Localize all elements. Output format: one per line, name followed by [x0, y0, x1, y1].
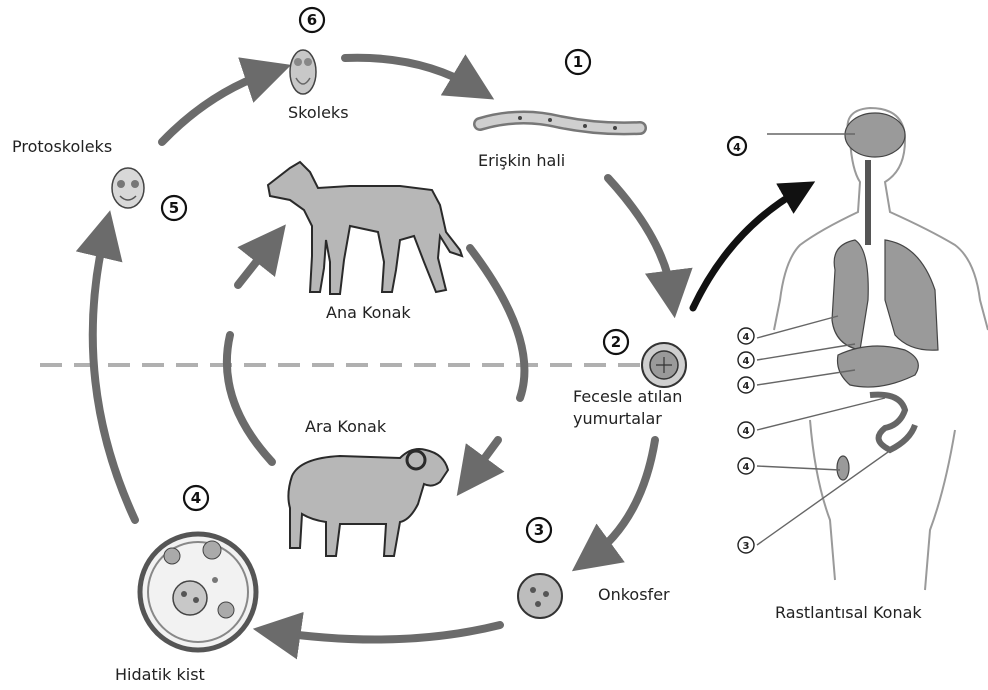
- intestine-organ: [870, 395, 915, 450]
- adult-worm-illustration: [480, 116, 640, 130]
- svg-text:3: 3: [534, 521, 544, 539]
- stage-number-1: 1: [566, 50, 590, 74]
- svg-text:1: 1: [573, 53, 583, 71]
- label-fecesle-atilan: Fecesle atılan: [573, 387, 682, 406]
- arrow-eggs-to-human: [693, 190, 800, 308]
- arrow-eggs-to-onkosfer: [590, 440, 655, 558]
- svg-text:4: 4: [743, 462, 750, 473]
- arrow-cyst-to-protoskoleks: [93, 232, 135, 520]
- egg-illustration: [642, 343, 686, 387]
- organ-marker-blood: 3: [738, 537, 754, 553]
- dog-illustration: [268, 162, 462, 294]
- stage-number-5: 5: [162, 196, 186, 220]
- label-rastlantisal-konak: Rastlantısal Konak: [775, 603, 922, 622]
- arrow-skoleks-to-adult: [345, 58, 475, 88]
- human-body-illustration: [774, 108, 988, 590]
- stage-number-4: 4: [184, 486, 208, 510]
- svg-text:4: 4: [191, 489, 201, 507]
- label-yumurtalar: yumurtalar: [573, 409, 662, 428]
- left-lung-organ: [832, 240, 868, 350]
- svg-text:4: 4: [743, 426, 750, 437]
- svg-text:2: 2: [611, 333, 621, 351]
- sheep-illustration: [288, 449, 448, 556]
- arrow-sheep-to-dog: [227, 335, 272, 462]
- label-ara-konak: Ara Konak: [305, 417, 387, 436]
- svg-text:4: 4: [743, 332, 750, 343]
- svg-text:3: 3: [743, 541, 750, 552]
- organ-marker-brain: 4: [728, 137, 746, 155]
- organ-marker-intestine: 4: [738, 422, 754, 438]
- hydatid-cyst-illustration: [140, 534, 256, 650]
- svg-text:4: 4: [743, 381, 750, 392]
- svg-text:4: 4: [743, 356, 750, 367]
- protoskoleks-illustration: [112, 168, 144, 208]
- bone-organ: [837, 456, 849, 480]
- arrow-onkosfer-to-cyst: [275, 625, 500, 640]
- stage-number-3: 3: [527, 518, 551, 542]
- organ-marker-bone: 4: [738, 458, 754, 474]
- arrow-dog-to-sheep: [470, 248, 524, 398]
- onkosfer-illustration: [518, 574, 562, 618]
- svg-text:6: 6: [307, 11, 317, 29]
- liver-organ: [838, 346, 919, 387]
- label-protoskoleks: Protoskoleks: [12, 137, 112, 156]
- organ-marker-lung: 4: [738, 328, 754, 344]
- svg-text:4: 4: [733, 141, 741, 154]
- label-ana-konak: Ana Konak: [326, 303, 411, 322]
- stage-number-2: 2: [604, 330, 628, 354]
- label-eriskin-hali: Erişkin hali: [478, 151, 565, 170]
- stage-number-6: 6: [300, 8, 324, 32]
- label-hidatik-kist: Hidatik kist: [115, 665, 205, 684]
- svg-text:5: 5: [169, 199, 179, 217]
- right-lung-organ: [885, 240, 938, 350]
- label-onkosfer: Onkosfer: [598, 585, 670, 604]
- label-skoleks: Skoleks: [288, 103, 349, 122]
- arrow-protoskoleks-to-skoleks: [162, 72, 270, 142]
- arrow-adult-to-eggs: [608, 178, 672, 296]
- arrow-sheep-to-dog-head: [238, 242, 272, 285]
- arrow-dog-to-sheep-head: [470, 440, 498, 478]
- organ-marker-liver: 4: [738, 352, 754, 368]
- organ-marker-kidney: 4: [738, 377, 754, 393]
- skoleks-illustration: [290, 50, 316, 94]
- brain-organ: [845, 113, 905, 157]
